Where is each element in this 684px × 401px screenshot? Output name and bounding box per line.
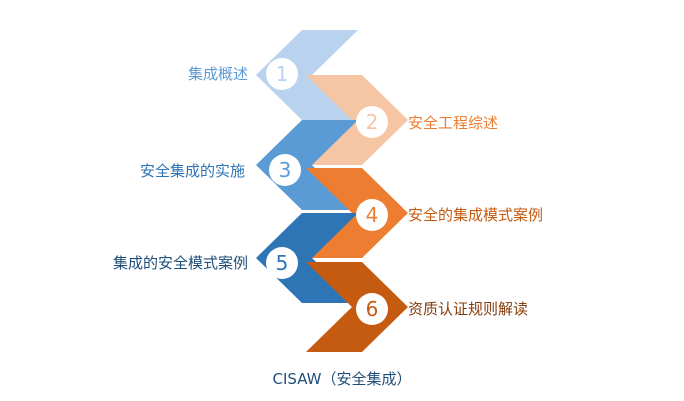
step-label-6: 资质认证规则解读 — [408, 300, 529, 318]
step-circle-2 — [356, 106, 388, 138]
step-number-1: 1 — [276, 62, 289, 86]
step-label-2: 安全工程综述 — [408, 114, 499, 132]
step-circle-3 — [269, 154, 301, 186]
step-number-5: 5 — [276, 251, 289, 275]
step-label-3: 安全集成的实施 — [139, 162, 245, 180]
step-number-3: 3 — [279, 158, 292, 182]
step-circle-5 — [266, 247, 298, 279]
step-circle-1 — [266, 58, 298, 90]
step-number-6: 6 — [366, 297, 379, 321]
step-circle-6 — [356, 293, 388, 325]
step-label-4: 安全的集成模式案例 — [408, 206, 544, 224]
diagram-caption: CISAW（安全集成） — [272, 370, 412, 388]
step-label-1: 集成概述 — [187, 65, 248, 83]
step-number-4: 4 — [366, 203, 379, 227]
step-label-5: 集成的安全模式案例 — [112, 254, 248, 272]
step-circle-4 — [356, 199, 388, 231]
step-number-2: 2 — [366, 110, 379, 134]
